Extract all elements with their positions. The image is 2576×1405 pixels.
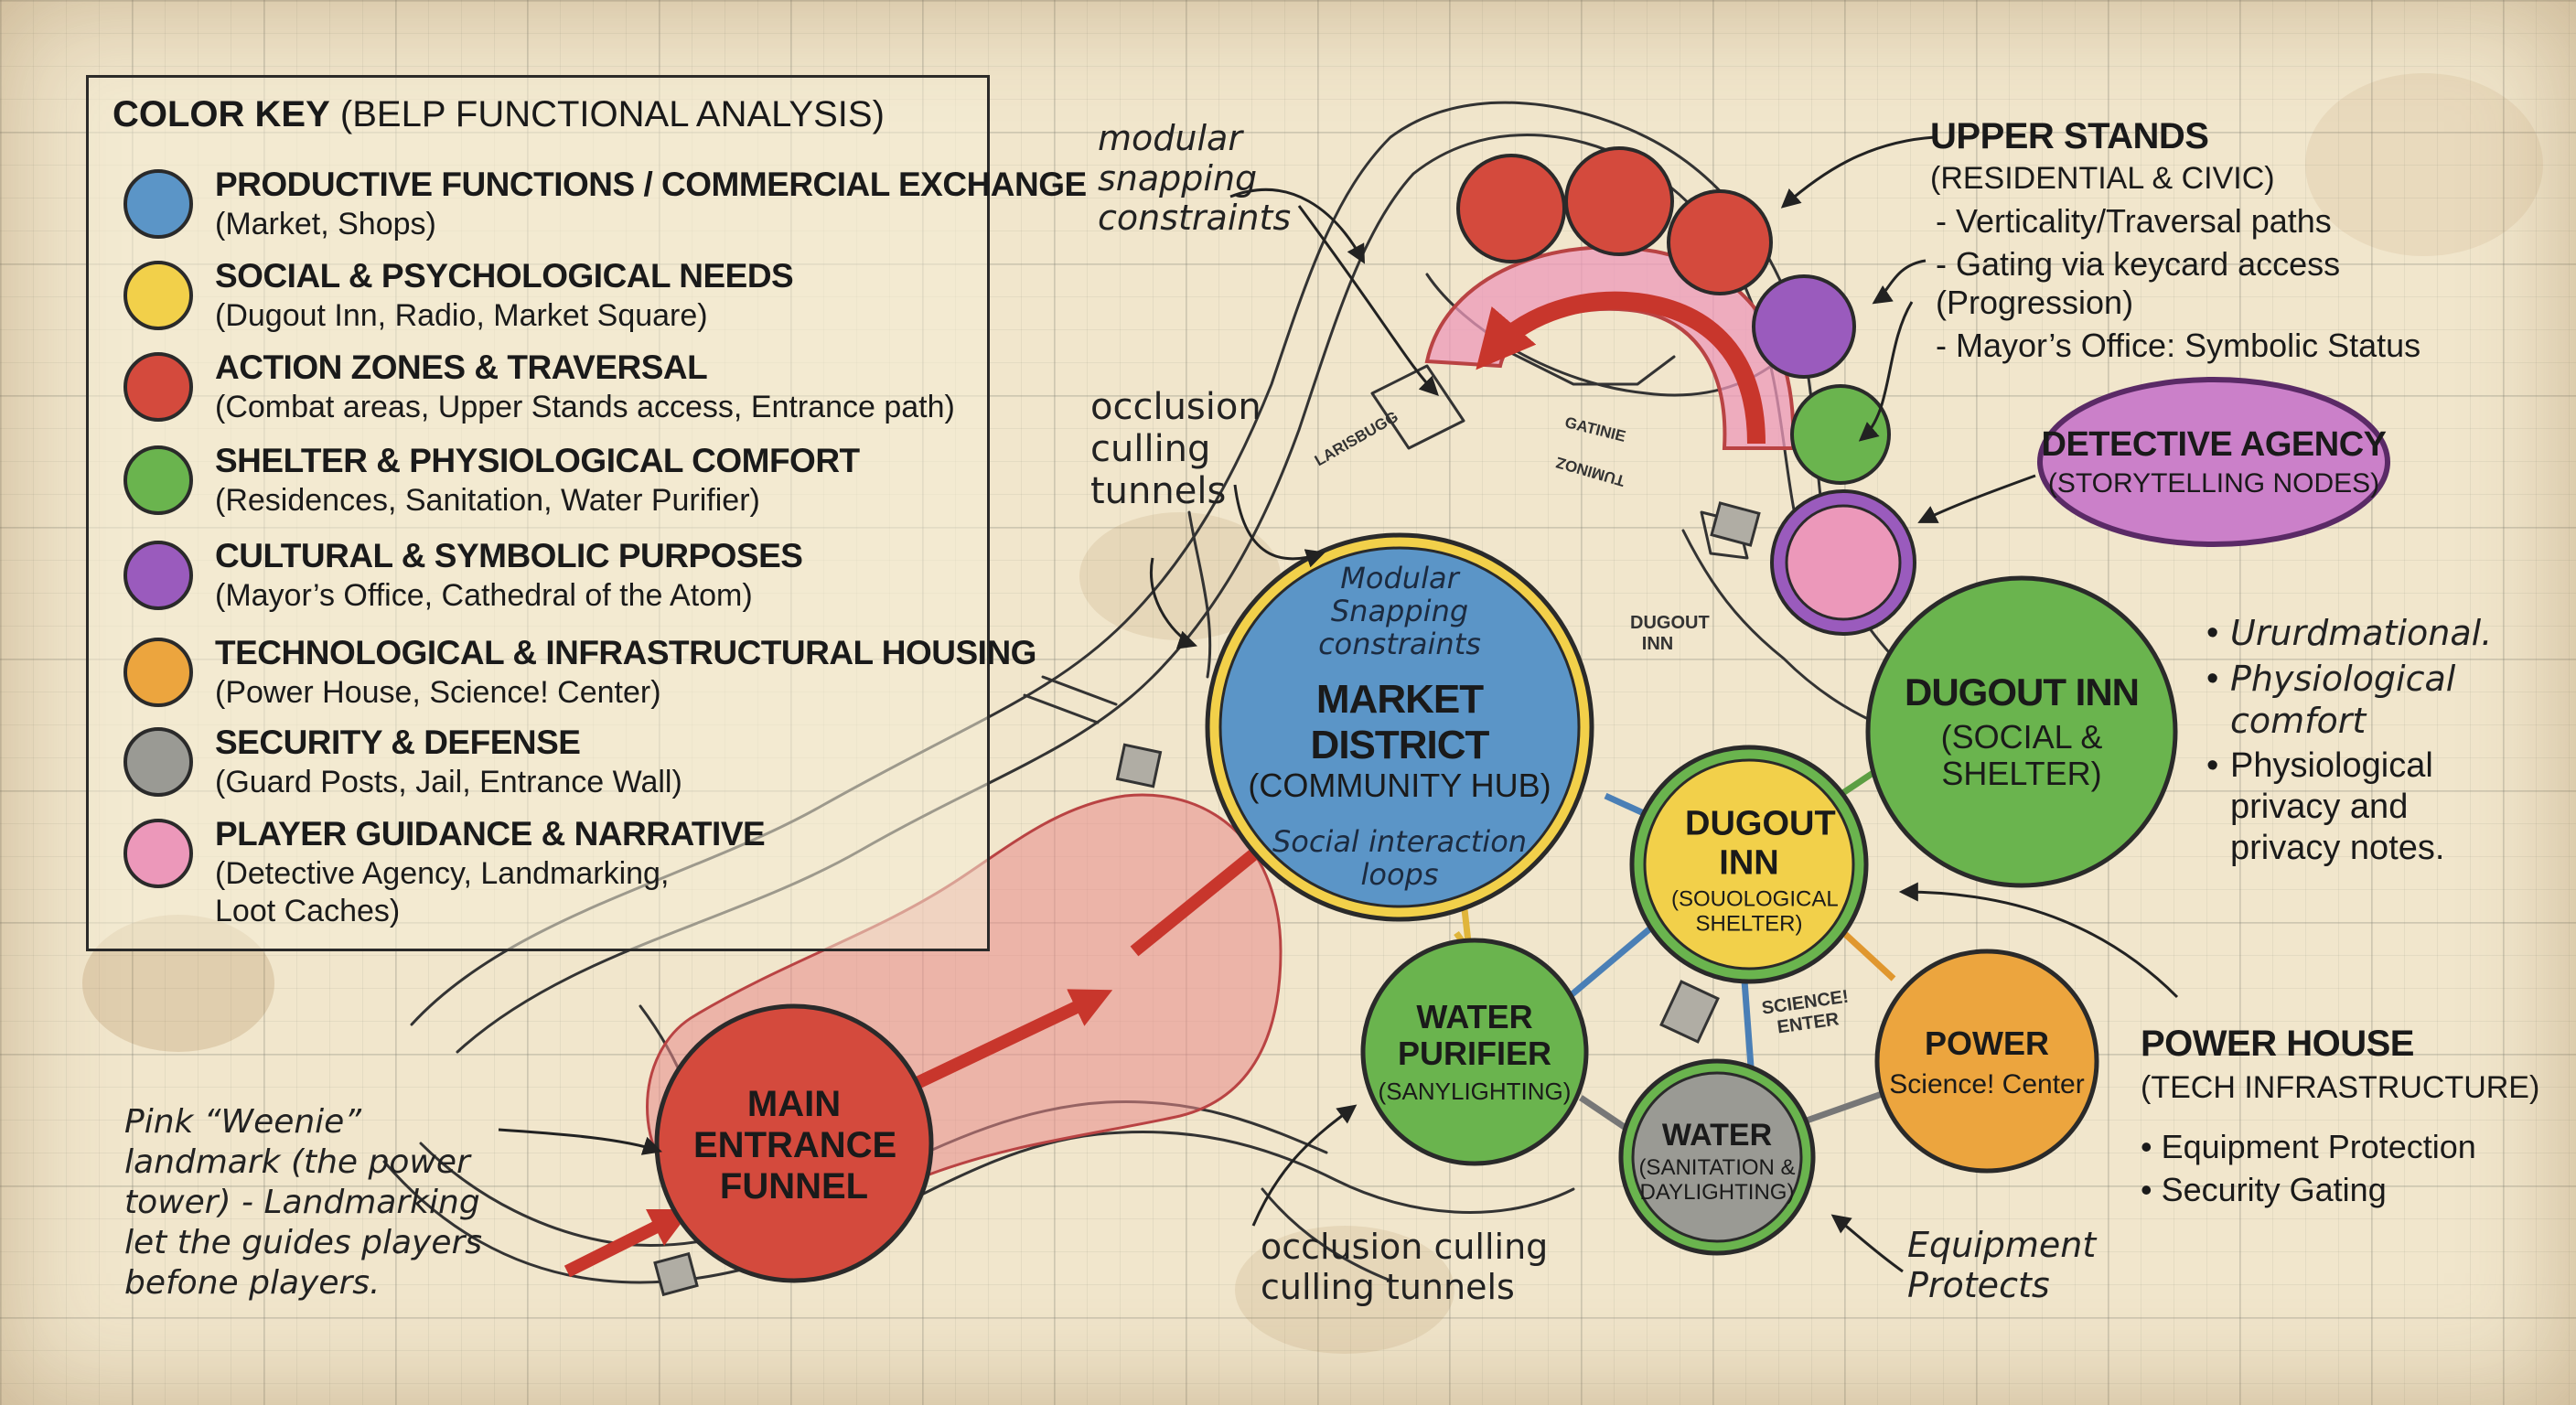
paper-stain — [1235, 1226, 1454, 1354]
dugout-big-subtitle: (SOCIAL & SHELTER) — [1940, 718, 2103, 793]
key-label: PRODUCTIVE FUNCTIONS / COMMERCIAL EXCHAN… — [215, 166, 1087, 203]
water-title: WATER — [1661, 1118, 1773, 1153]
key-sub: (Detective Agency, Landmarking, Loot Cac… — [215, 856, 670, 928]
main-entrance-title: MAIN ENTRANCE FUNNEL — [693, 1083, 897, 1207]
upper-stands-red-3 — [1667, 189, 1773, 295]
equipment-note: Equipment Protects — [1907, 1225, 2097, 1305]
water-purifier-label: WATER PURIFIER (SANYLIGHTING) — [1374, 999, 1575, 1105]
key-label: SHELTER & PHYSIOLOGICAL COMFORT — [215, 442, 860, 479]
dugout-big-label: DUGOUT INN (SOCIAL & SHELTER) — [1903, 670, 2141, 793]
upper-stands-title: UPPER STANDS — [1930, 116, 2209, 156]
color-key-panel: COLOR KEY (BELP FUNCTIONAL ANALYSIS) PRO… — [86, 75, 1087, 951]
traversal-arrow-2 — [902, 989, 1113, 1095]
upper-stands-purple — [1752, 274, 1856, 379]
blue-swatch — [123, 169, 193, 239]
dugout-big-node — [1865, 575, 2178, 888]
shelter-note-item: •Physiological comfort — [2206, 658, 2456, 741]
key-label: CULTURAL & SYMBOLIC PURPOSES — [215, 537, 803, 574]
dugout-small-subtitle: (SOUOLOGICAL SHELTER) — [1671, 886, 1839, 937]
map-label-dugout: DUGOUT INN — [1630, 613, 1710, 654]
power-house-subtitle: (TECH INFRASTRUCTURE) — [2141, 1070, 2540, 1105]
key-label: ACTION ZONES & TRAVERSAL — [215, 349, 708, 386]
key-label: SOCIAL & PSYCHOLOGICAL NEEDS — [215, 257, 794, 295]
key-sub: (Power House, Science! Center) — [215, 675, 661, 710]
security-blocks — [653, 501, 1761, 1297]
red-swatch — [123, 352, 193, 422]
yellow-swatch — [123, 261, 193, 330]
key-sub: (Mayor’s Office, Cathedral of the Atom) — [215, 578, 753, 613]
shelter-notes: •Ururdmational. •Physiological comfort •… — [2206, 613, 2499, 869]
upper-stands-red-2 — [1564, 146, 1674, 256]
power-house-notes: POWER HOUSE (TECH INFRASTRUCTURE) • Equi… — [2141, 1023, 2543, 1209]
upper-stands-red-1 — [1456, 154, 1566, 263]
power-house-bullet: • Security Gating — [2141, 1171, 2387, 1209]
upper-stands-bullet: - Verticality/Traversal paths — [1936, 202, 2332, 241]
color-key-title: COLOR KEY (BELP FUNCTIONAL ANALYSIS) — [113, 94, 885, 134]
key-sub: (Residences, Sanitation, Water Purifier) — [215, 483, 760, 518]
market-district-label: Modular Snapping constraints MARKET DIST… — [1226, 561, 1573, 893]
power-title: POWER — [1924, 1024, 2050, 1063]
weenie-note: Pink “Weenie” landmark (the power tower)… — [124, 1103, 483, 1302]
power-subtitle: Science! Center — [1889, 1069, 2085, 1100]
water-purifier-subtitle: (SANYLIGHTING) — [1378, 1077, 1572, 1105]
water-label: WATER (SANITATION & DAYLIGHTING) — [1635, 1118, 1799, 1206]
key-sub: (Market, Shops) — [215, 207, 436, 241]
grey-swatch — [123, 727, 193, 797]
upper-stands-arrow — [1476, 291, 1766, 445]
shelter-note-item: •Physiological privacy and privacy notes… — [2206, 746, 2445, 868]
water-purifier-title: WATER PURIFIER — [1397, 998, 1551, 1073]
occlusion-note-top: occlusion culling tunnels — [1090, 386, 1261, 512]
upper-stands-bullet: - Gating via keycard access (Progression… — [1936, 245, 2341, 321]
detective-subtitle: (STORYTELLING NODES) — [2047, 467, 2380, 499]
upper-stands-bullet: - Mayor’s Office: Symbolic Status — [1936, 327, 2421, 365]
dugout-small-title: DUGOUT INN — [1685, 804, 1836, 883]
purple-swatch — [123, 541, 193, 610]
power-house-bullet: • Equipment Protection — [2141, 1128, 2476, 1166]
shelter-note-item: •Ururdmational. — [2206, 613, 2493, 653]
pink-swatch — [123, 819, 193, 888]
power-label: POWER Science! Center — [1889, 1024, 2085, 1100]
detective-pink-node — [1770, 489, 1916, 636]
upper-stands-green — [1790, 384, 1891, 485]
key-label: TECHNOLOGICAL & INFRASTRUCTURAL HOUSING — [215, 634, 1036, 671]
water-purifier-node — [1360, 938, 1589, 1166]
upper-stands-subtitle: (RESIDENTIAL & CIVIC) — [1930, 161, 2275, 196]
green-swatch — [123, 445, 193, 515]
modular-snapping-note: modular snapping constraints — [1098, 118, 1292, 239]
market-italic-bottom: Social interaction loops — [1272, 824, 1528, 893]
power-house-title: POWER HOUSE — [2141, 1024, 2414, 1064]
market-subtitle: (COMMUNITY HUB) — [1248, 767, 1551, 805]
key-sub: (Combat areas, Upper Stands access, Entr… — [215, 390, 955, 424]
dugout-small-node — [1629, 745, 1869, 984]
main-entrance-label: MAIN ENTRANCE FUNNEL — [693, 1083, 897, 1207]
upper-stands-notes: UPPER STANDS (RESIDENTIAL & CIVIC) - Ver… — [1930, 115, 2516, 365]
dugout-big-title: DUGOUT INN — [1905, 670, 2140, 714]
market-italic-top: Modular Snapping constraints — [1318, 561, 1481, 661]
detective-agency-label: DETECTIVE AGENCY (STORYTELLING NODES) — [2042, 425, 2387, 499]
occlusion-note-bottom: occlusion culling culling tunnels — [1261, 1227, 1549, 1307]
annotation-arrows — [498, 135, 2179, 1273]
orange-swatch — [123, 638, 193, 707]
detective-title: DETECTIVE AGENCY — [2041, 424, 2387, 464]
market-title: MARKET DISTRICT — [1310, 677, 1490, 767]
power-node — [1874, 949, 2099, 1174]
detective-agency-node — [2037, 377, 2390, 547]
key-label: PLAYER GUIDANCE & NARRATIVE — [215, 815, 766, 853]
traversal-arrow-1 — [564, 1208, 692, 1278]
water-node — [1618, 1058, 1816, 1256]
paper-stain — [2305, 73, 2543, 256]
key-sub: (Dugout Inn, Radio, Market Square) — [215, 298, 708, 333]
key-label: SECURITY & DEFENSE — [215, 724, 581, 761]
water-subtitle: (SANITATION & DAYLIGHTING) — [1638, 1155, 1796, 1206]
dugout-small-label: DUGOUT INN (SOUOLOGICAL SHELTER) — [1671, 804, 1839, 938]
key-sub: (Guard Posts, Jail, Entrance Wall) — [215, 765, 682, 799]
market-district-node — [1205, 532, 1594, 922]
